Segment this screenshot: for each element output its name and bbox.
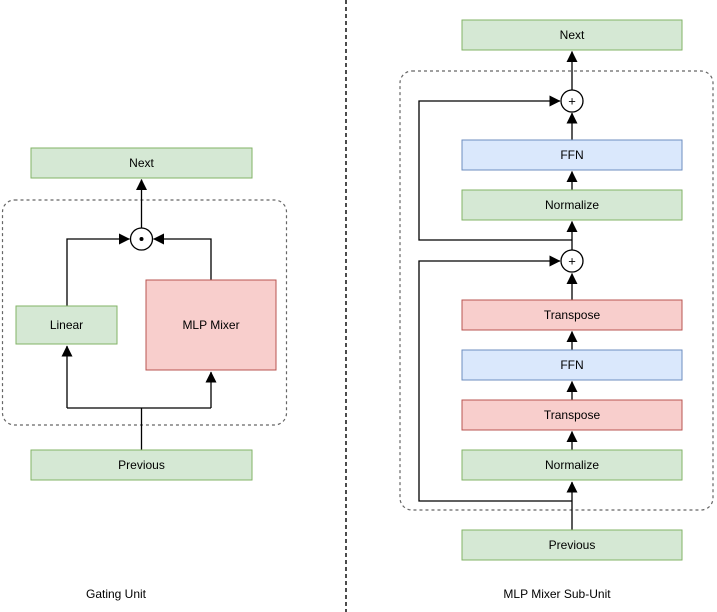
node-next [30,147,253,179]
node-transpose-top-label: Transpose [544,308,601,322]
node-previous [30,449,253,481]
node-previous [461,529,683,561]
node-transpose-bottom-label: Transpose [544,408,601,422]
node-previous-label: Previous [549,538,596,552]
node-linear [15,305,118,345]
upper-add-operator: + [560,89,584,113]
mlp-mixer-subunit-caption: MLP Mixer Sub-Unit [503,587,611,601]
edge-mlp-mixer-to-product [152,233,212,280]
node-next [461,19,683,51]
elementwise-product-operator [129,227,154,251]
node-linear-label: Linear [50,318,83,332]
gating-unit-container [1,199,288,426]
node-mlp-mixer-label: MLP Mixer [182,318,239,332]
node-normalize-bottom-label: Normalize [545,458,599,472]
edge-linear-to-product [66,233,131,306]
dot-product-icon [139,237,144,241]
node-normalize-bottom [461,449,683,481]
node-next-label: Next [560,28,585,42]
operator-circle [560,249,584,273]
node-normalize-top-label: Normalize [545,198,599,212]
node-ffn-top-label: FFN [560,148,583,162]
operator-circle [560,89,584,113]
plus-icon: + [568,254,576,269]
lower-add-operator: + [560,249,584,273]
node-ffn-middle-label: FFN [560,358,583,372]
edge-skip-to-lower-add [418,255,572,502]
node-previous-label: Previous [118,458,165,472]
mlp-mixer-subunit-diagram: Next FFN Normalize Transpose FFN Transpo… [399,19,714,601]
node-next-label: Next [129,156,154,170]
node-ffn-middle [461,349,683,381]
gating-unit-diagram: Next Linear MLP Mixer Previous Gating Un… [1,147,288,601]
plus-icon: + [568,94,576,109]
mlp-mixer-subunit-container [399,70,714,511]
node-ffn-top [461,139,683,171]
node-mlp-mixer [145,279,277,371]
edge-skip-to-upper-add [418,95,572,241]
node-transpose-bottom [461,399,683,431]
gating-unit-caption: Gating Unit [86,587,147,601]
node-transpose-top [461,299,683,331]
node-normalize-top [461,189,683,221]
